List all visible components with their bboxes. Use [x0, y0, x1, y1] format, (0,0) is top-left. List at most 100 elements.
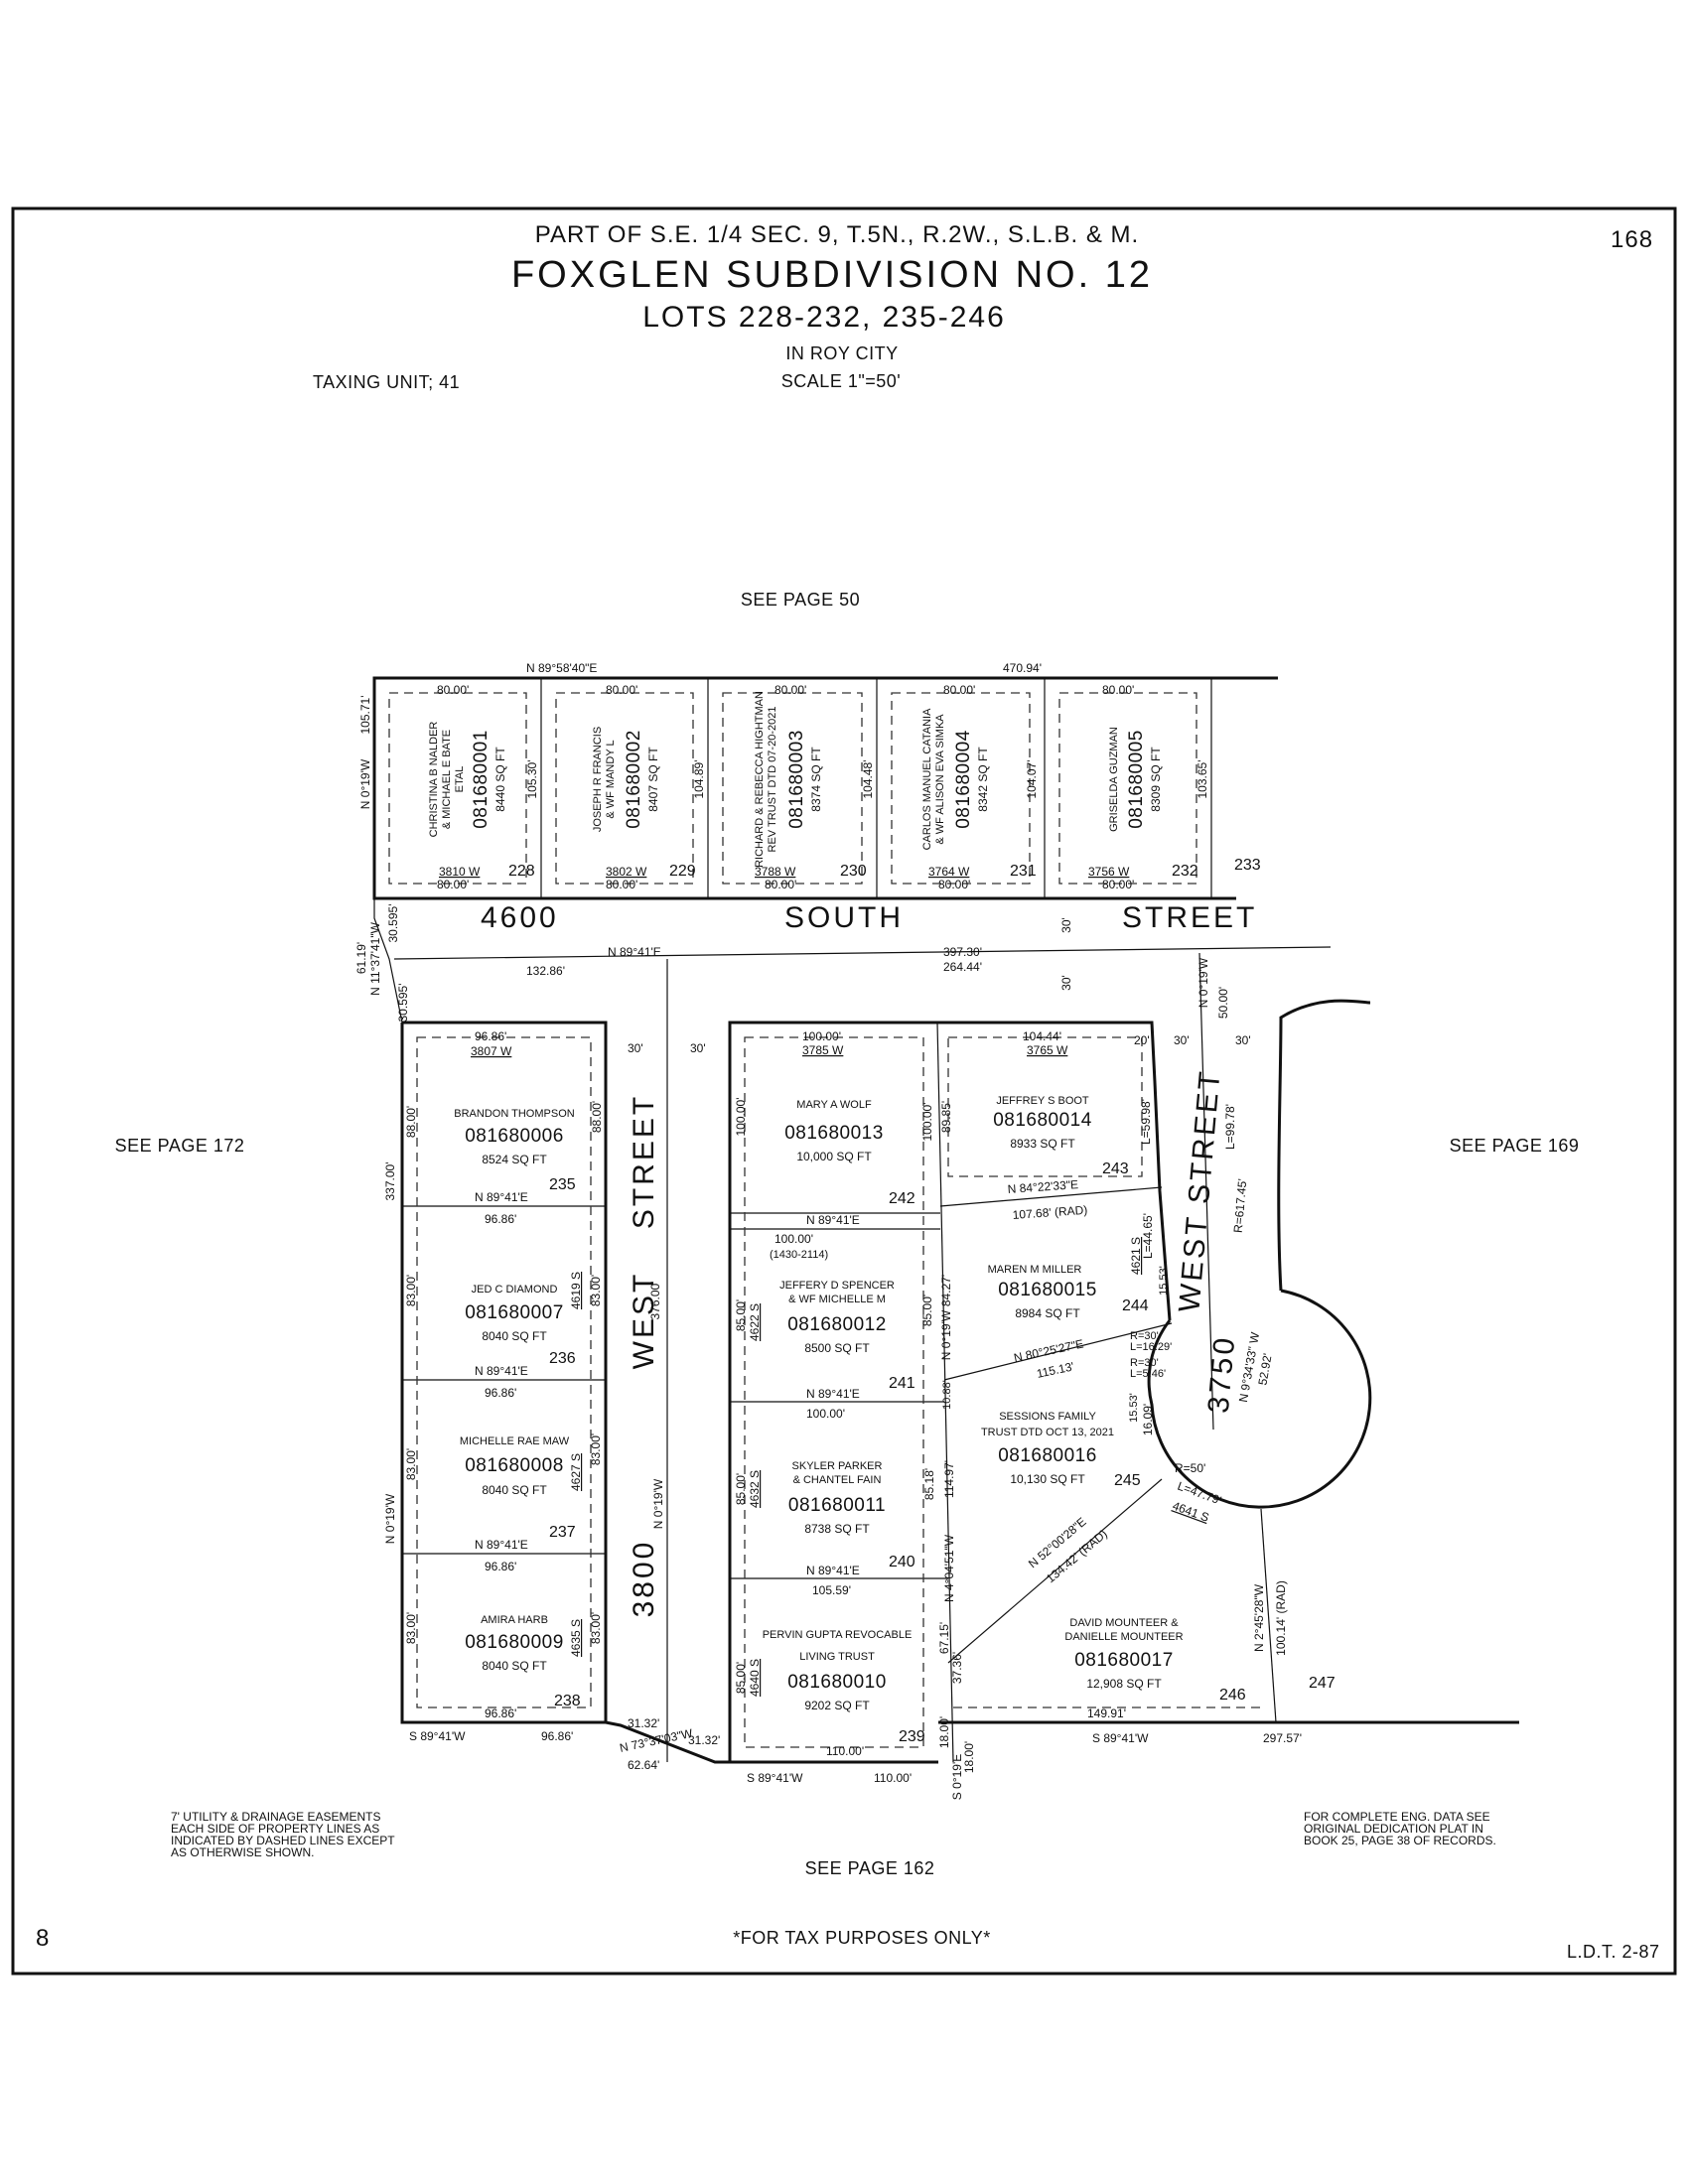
lot-246-number: 246 [1219, 1687, 1246, 1704]
lot-228-width: 80.00' [437, 683, 469, 697]
lot-237: MICHELLE RAE MAW 081680008 8040 SQ FT 83… [404, 1433, 603, 1573]
right-bottom-bearing: S 89°41'W [1092, 1731, 1149, 1745]
dim-376: 376.00' [648, 1282, 662, 1320]
3800-width-right: 30' [690, 1041, 706, 1055]
lot-243-parcel: 081680014 [993, 1110, 1092, 1131]
lot-229-owner2: & WF MANDY L [605, 740, 617, 818]
lot-229-owner1: JOSEPH R FRANCIS [592, 727, 604, 832]
dim-10559: 105.59' [812, 1583, 851, 1597]
lot-244-left-bearing: N 0°19'W [939, 1309, 953, 1360]
lot-229-width: 80.00' [606, 683, 637, 697]
lot-241-right-side: 85.00' [920, 1295, 934, 1326]
lot-230-address: 3788 W [755, 865, 796, 879]
lot-235-number: 235 [549, 1176, 576, 1193]
lot-241-sqft: 8500 SQ FT [804, 1341, 870, 1355]
l-9978: L=99.78' [1223, 1104, 1237, 1150]
lot-241-parcel: 081680012 [787, 1314, 887, 1335]
page-title: FOXGLEN SUBDIVISION NO. 12 [511, 254, 1153, 296]
lot-232-number: 232 [1172, 863, 1198, 880]
lot-237-address: 4627 S [569, 1453, 583, 1491]
see-page-right: SEE PAGE 169 [1450, 1136, 1580, 1156]
lot-228-depth: 105.30' [525, 760, 539, 799]
sheet-number: 8 [36, 1925, 50, 1952]
dim-1553-b: 15.53' [1128, 1393, 1140, 1423]
lot-245-parcel: 081680016 [998, 1445, 1097, 1466]
street-3800-street: STREET [628, 1094, 660, 1229]
dim-337: 337.00' [383, 1162, 397, 1201]
top-block [372, 676, 1278, 900]
left-bottom-width: 96.86' [541, 1729, 573, 1743]
3800-bearing: N 0°19'W [651, 1478, 665, 1529]
lot-228-owner1: CHRISTINA B NALDER [428, 722, 440, 838]
easement-228 [388, 692, 527, 885]
lot-241: JEFFERY D SPENCER & WF MICHELLE M 081680… [734, 1280, 934, 1421]
lot-239-width: 110.00' [826, 1744, 864, 1758]
lot-239-number: 239 [899, 1728, 925, 1745]
lot-240-bearing: N 89°41'E [806, 1564, 860, 1577]
dim-10014: 100.14' (RAD) [1274, 1580, 1288, 1656]
dim-1800-b: 18.00' [962, 1741, 976, 1773]
lot-243: 104.44' 3765 W JEFFREY S BOOT 081680014 … [939, 1029, 1153, 1222]
lot-228-sqft: 8440 SQ FT [493, 747, 507, 812]
left-top-bearing: N 0°19'W [358, 758, 372, 809]
bearing-84: N 84°22'33"E [1007, 1177, 1078, 1196]
lot-243-number: 243 [1102, 1160, 1129, 1177]
dim-6119: 61.19' [354, 942, 368, 974]
lot-232: 80.00' 80.00' GRISELDA GUZMAN 081680005 … [1088, 683, 1209, 891]
middle-bottom-width: 110.00' [874, 1771, 912, 1785]
middle-block-west [728, 1021, 937, 1762]
lot-246: N 52°00'28"E 134.42' (RAD) 67.15' 37.36'… [937, 1515, 1288, 1720]
lot-242-bearing: N 89°41'E [806, 1213, 860, 1227]
lot-235-parcel: 081680006 [465, 1126, 564, 1147]
lot-236: JED C DIAMOND 081680007 8040 SQ FT 83.00… [404, 1272, 603, 1400]
r-50: R=50' [1175, 1461, 1205, 1475]
dim-6715: 67.15' [937, 1622, 951, 1654]
easement-middle-block [744, 1036, 924, 1748]
dim-8985: 89.85' [939, 1101, 953, 1133]
dim-264: 264.44' [943, 960, 982, 974]
lot-241-address: 4622 S [748, 1303, 762, 1341]
lot-240-side: 85.00' [734, 1473, 748, 1505]
lot-239-parcel: 081680010 [787, 1672, 887, 1693]
lot-240-address: 4632 S [748, 1470, 762, 1508]
lot-230-number: 230 [840, 863, 867, 880]
lot-231-depth: 104.07' [1025, 760, 1039, 799]
dim-10768: 107.68' (RAD) [1012, 1203, 1087, 1222]
note-1430: (1430-2114) [770, 1249, 828, 1261]
3750-east-line [1277, 999, 1371, 1292]
dim-14991: 149.91' [1087, 1706, 1126, 1720]
dim-50: 50.00' [1216, 987, 1230, 1019]
lot-240-number: 240 [889, 1554, 915, 1570]
lot-238-owner1: AMIRA HARB [481, 1614, 548, 1626]
lot-236-side-right: 83.00' [589, 1275, 603, 1306]
lot-242: 100.00' 3785 W MARY A WOLF 081680013 10,… [734, 1029, 934, 1261]
r-30-a: R=30' [1130, 1330, 1159, 1342]
bearing-4: N 4°04'51"W [942, 1534, 956, 1602]
lot-236-parcel: 081680007 [465, 1302, 564, 1323]
lot-241-top-width: 100.00' [774, 1232, 813, 1246]
left-bearing: N 0°19'W [383, 1493, 397, 1544]
lot-246-owner2: DANIELLE MOUNTEER [1064, 1631, 1183, 1643]
lot-240-owner2: & CHANTEL FAIN [793, 1474, 882, 1486]
lot-230-width: 80.00' [774, 683, 806, 697]
dim-3132-a: 31.32' [628, 1716, 659, 1730]
lot-235-width-bottom: 96.86' [485, 1212, 516, 1226]
3750-width-left: 30' [1174, 1033, 1190, 1047]
street-3750-number: 3750 [1202, 1334, 1242, 1415]
dim-3736: 37.36' [950, 1652, 964, 1684]
cul-de-sac-inner [1147, 1289, 1372, 1509]
lot-228-number: 228 [508, 863, 535, 880]
lot-237-owner1: MICHELLE RAE MAW [460, 1435, 570, 1447]
lot-237-side: 83.00' [404, 1448, 418, 1480]
tax-purposes-note: *FOR TAX PURPOSES ONLY* [733, 1928, 991, 1948]
lot-237-width-bottom: 96.86' [485, 1560, 516, 1573]
lot-230-owner1: RICHARD & REBECCA HIGHTMAN [754, 691, 766, 868]
eng-note-3: BOOK 25, PAGE 38 OF RECORDS. [1304, 1834, 1496, 1847]
street-4600-street: STREET [1122, 901, 1257, 934]
lot-231-width-bottom: 80.00' [938, 878, 970, 891]
bearing-11: N 11°37'41"W [368, 921, 382, 996]
lot-245-number: 245 [1114, 1472, 1141, 1489]
lot-231-owner2: & WF ALISON EVA SIMKA [934, 714, 946, 845]
lot-230-owner2: REV TRUST DTD 07-20-2021 [767, 707, 778, 853]
lot-247-number: 247 [1309, 1675, 1336, 1692]
